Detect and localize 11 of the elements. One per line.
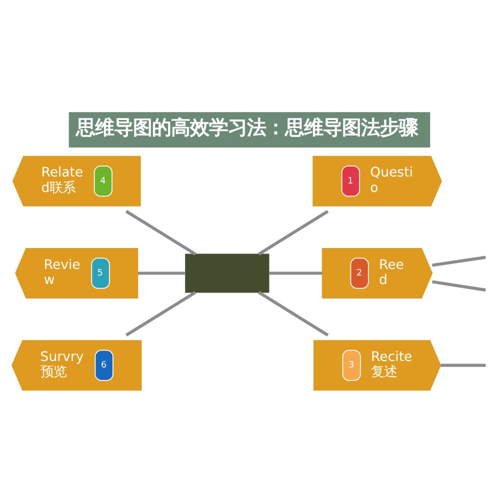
connector (125, 210, 196, 255)
connector (432, 280, 486, 292)
diagram-title: 思维导图的高效学习法：思维导图法步骤 (76, 115, 418, 138)
node-box (185, 253, 270, 292)
connector (138, 271, 186, 274)
connector (125, 290, 196, 336)
connector (258, 209, 329, 255)
connector (258, 290, 329, 336)
connector (440, 363, 486, 366)
connector (432, 255, 486, 266)
connector (268, 271, 322, 274)
